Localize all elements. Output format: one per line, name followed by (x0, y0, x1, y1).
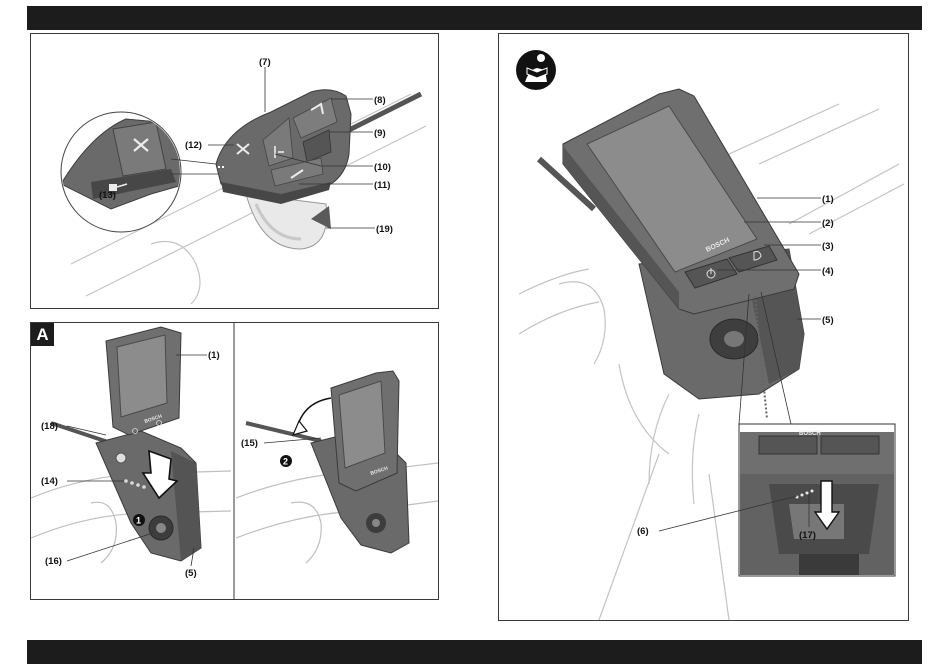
label-m-4: (4) (822, 266, 834, 277)
brand-text-zoom: BOSCH (799, 431, 821, 437)
label-13: (13) (99, 190, 116, 201)
footer-bar (27, 640, 922, 664)
label-a-5: (5) (185, 568, 197, 579)
label-19: (19) (376, 224, 393, 235)
mounting-illustration: BOSCH 1 BOSCH 2 (31, 323, 438, 599)
label-m-17: (17) (799, 530, 816, 541)
label-7: (7) (259, 57, 271, 68)
label-8: (8) (374, 95, 386, 106)
header-bar (27, 6, 922, 30)
panel-display-unit: BOSCH BOSCH (498, 33, 909, 621)
curved-arrow-icon (293, 398, 331, 435)
label-12: (12) (185, 140, 202, 151)
step-2-marker: 2 (283, 457, 288, 467)
label-a-15: (15) (241, 438, 258, 449)
remote-control-illustration: (7) (8) (9) (10) (11) (12) (13) (19) (31, 34, 438, 308)
panel-mounting-steps: A BOSCH 1 (30, 322, 439, 600)
display-unit-illustration: BOSCH BOSCH (499, 34, 908, 620)
step-1-marker: 1 (136, 516, 141, 526)
read-manual-icon (516, 50, 556, 90)
label-9: (9) (374, 128, 386, 139)
label-m-1: (1) (822, 194, 834, 205)
label-m-3: (3) (822, 241, 834, 252)
label-a-14: (14) (41, 476, 58, 487)
label-10: (10) (374, 162, 391, 173)
label-a-1: (1) (208, 350, 220, 361)
label-11: (11) (374, 180, 390, 191)
label-m-6: (6) (637, 526, 649, 537)
label-a-18: (18) (41, 421, 58, 432)
label-m-5: (5) (822, 315, 834, 326)
label-a-16: (16) (45, 556, 62, 567)
panel-remote-control: (7) (8) (9) (10) (11) (12) (13) (19) (30, 33, 439, 309)
label-m-2: (2) (822, 218, 834, 229)
